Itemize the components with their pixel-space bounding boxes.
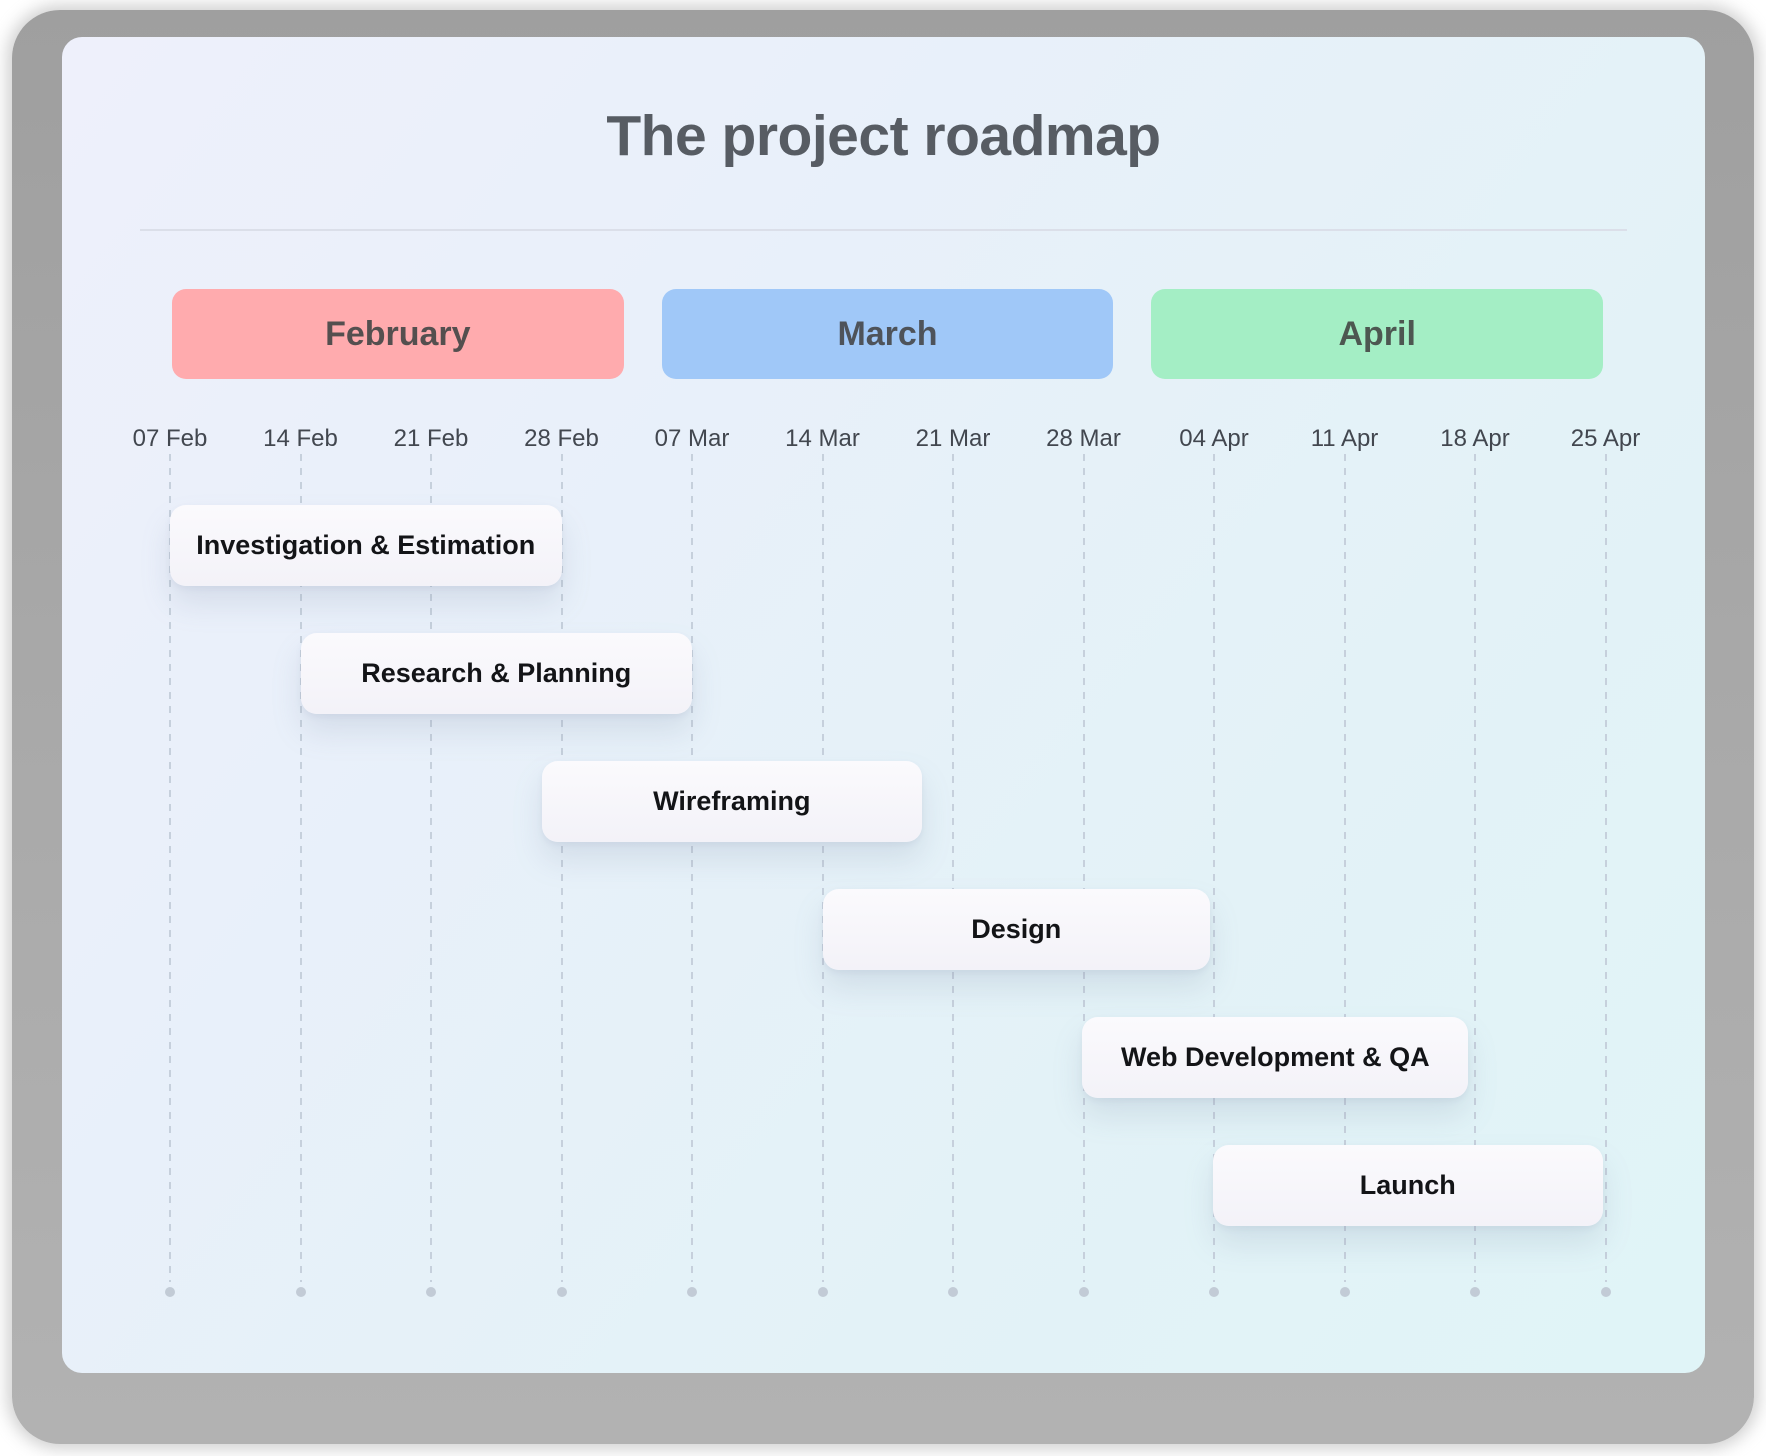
gridline-dot: [1470, 1287, 1480, 1297]
week-gridline: [1343, 454, 1346, 1282]
week-gridline: [821, 454, 824, 1282]
week-gridline: [169, 454, 171, 1282]
tick-label: 28 Feb: [524, 425, 599, 452]
gridline-dot: [556, 1287, 567, 1297]
task-bar: Wireframing: [541, 761, 922, 842]
week-gridline: [1474, 454, 1476, 1282]
title-divider: [140, 229, 1627, 231]
task-bar-label: Design: [971, 914, 1062, 944]
tick-label: 14 Feb: [263, 425, 338, 452]
task-bar: Web Development & QA: [1082, 1017, 1469, 1098]
gridline-dot: [165, 1287, 175, 1297]
task-bar-label: Web Development & QA: [1121, 1042, 1430, 1072]
week-gridline: [299, 454, 302, 1282]
task-bar-label: Launch: [1359, 1170, 1456, 1200]
gridline-dot: [1600, 1287, 1611, 1297]
task-bar: Launch: [1212, 1145, 1603, 1226]
week-gridline: [560, 454, 563, 1282]
month-label: February: [325, 314, 471, 353]
week-gridline: [691, 454, 693, 1282]
tick-label: 04 Apr: [1179, 425, 1249, 452]
month-header: April: [1151, 289, 1604, 379]
tick-label: 07 Mar: [654, 425, 730, 452]
gridline-dot: [817, 1287, 828, 1297]
tick-label: 07 Feb: [132, 425, 208, 452]
gridline-dot: [426, 1287, 436, 1297]
roadmap-card: The project roadmap February March April 0…: [62, 37, 1705, 1373]
gridline-dot: [948, 1287, 958, 1297]
tick-label: 21 Mar: [915, 425, 991, 452]
task-bar: Design: [822, 889, 1211, 970]
gridline-dot: [1339, 1287, 1350, 1297]
gridline-dot: [295, 1287, 306, 1297]
tick-label: 28 Mar: [1046, 425, 1121, 452]
week-gridline: [430, 454, 432, 1282]
month-label: March: [837, 314, 938, 353]
gridline-dot: [1209, 1287, 1219, 1297]
week-gridline: [1213, 454, 1215, 1282]
week-gridline: [1082, 454, 1085, 1282]
week-gridline: [1604, 454, 1607, 1282]
tick-label: 25 Apr: [1570, 425, 1641, 452]
task-bar-label: Investigation & Estimation: [196, 530, 536, 560]
tick-label: 14 Mar: [785, 425, 860, 452]
window-frame: The project roadmap February March April 0…: [12, 10, 1754, 1444]
gridline-dot: [1078, 1287, 1089, 1297]
task-bar-label: Wireframing: [653, 786, 811, 816]
tick-label: 18 Apr: [1440, 425, 1510, 452]
month-header: February: [172, 289, 624, 379]
month-header: March: [661, 289, 1114, 379]
month-label: April: [1338, 314, 1416, 353]
task-bar-label: Research & Planning: [361, 658, 632, 688]
task-bar: Investigation & Estimation: [170, 505, 562, 586]
tick-label: 11 Apr: [1310, 425, 1379, 452]
task-bar: Research & Planning: [300, 633, 692, 714]
page-title: The project roadmap: [606, 104, 1161, 168]
gantt-chart: 07 Feb 14 Feb 21 Feb 28 Feb 07 Mar 14 Mar 21 M…: [62, 37, 1705, 1373]
tick-label: 21 Feb: [393, 425, 469, 452]
gridline-dot: [687, 1287, 697, 1297]
week-gridline: [952, 454, 954, 1282]
month-header-row: February March April: [172, 289, 1604, 379]
